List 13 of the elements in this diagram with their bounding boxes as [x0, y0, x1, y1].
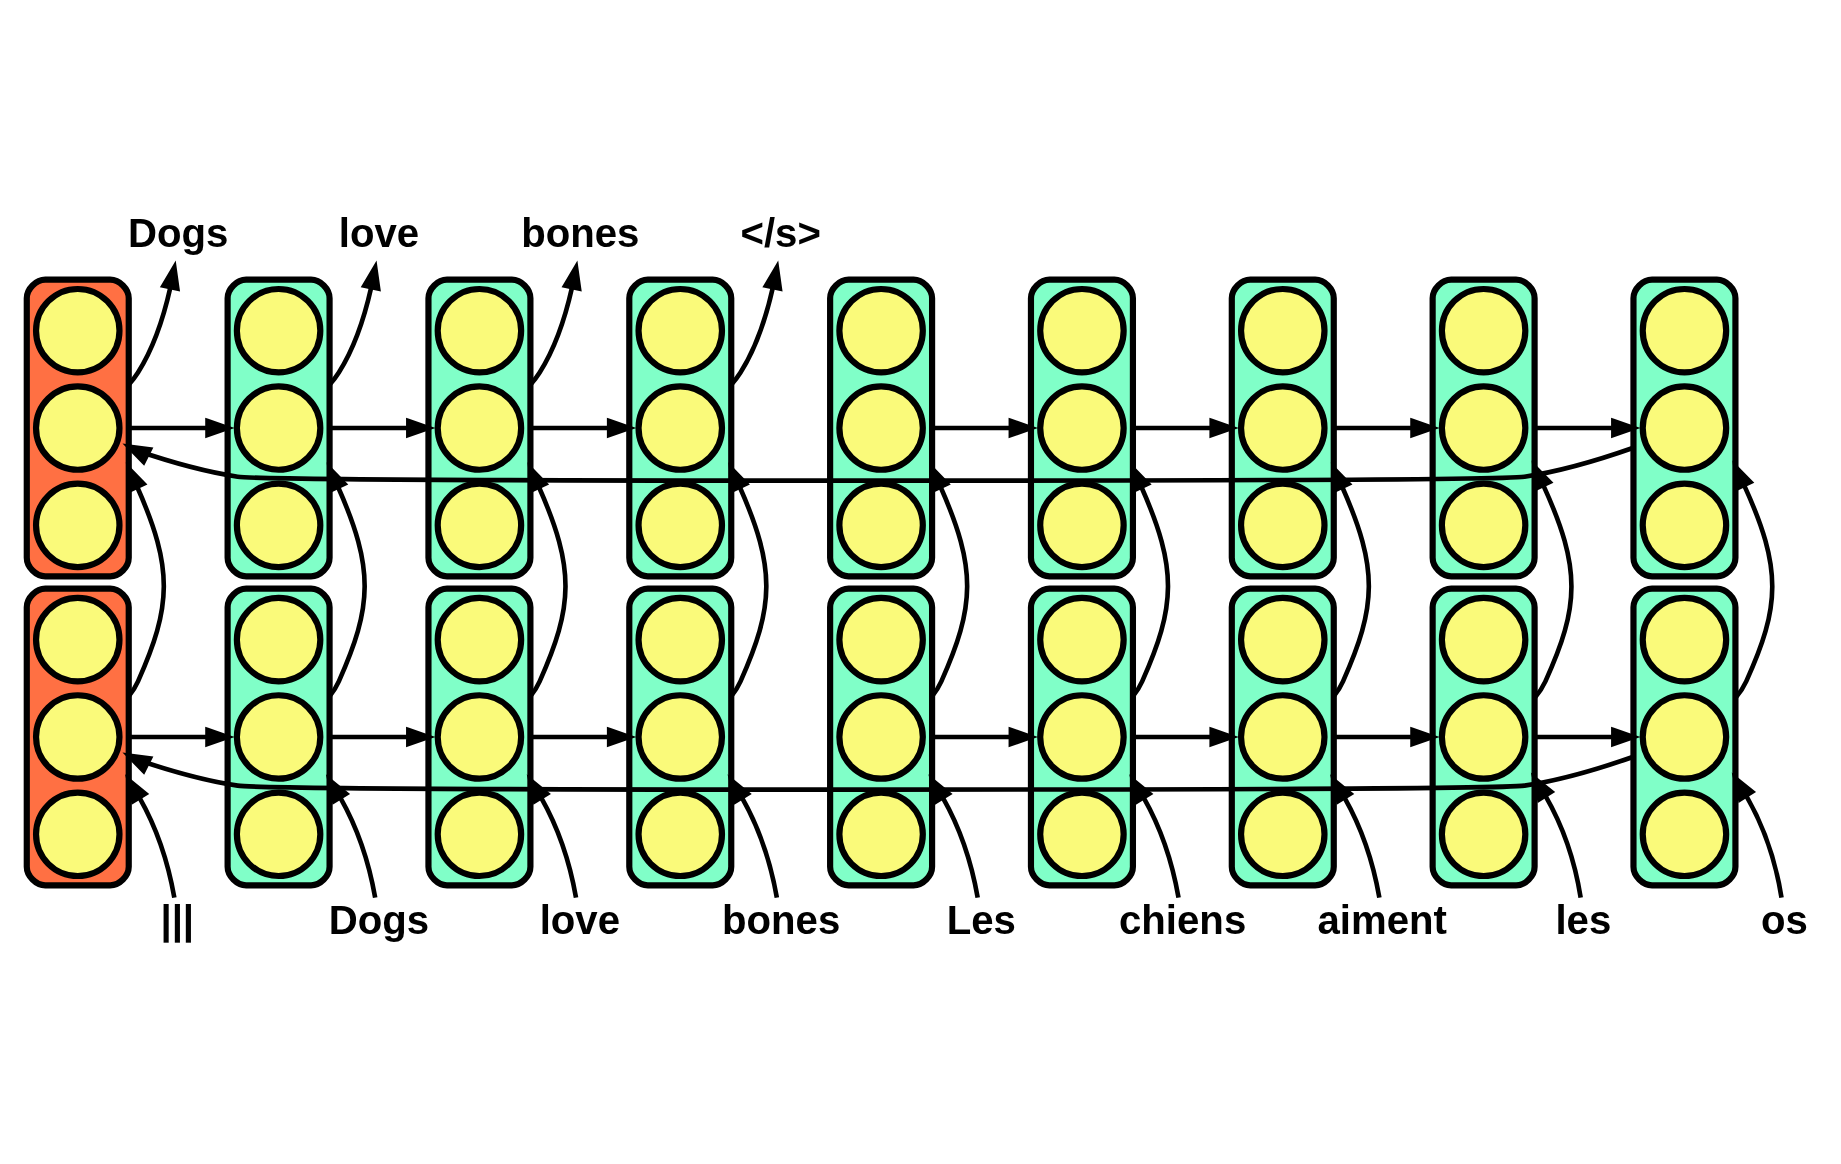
node-text: love — [338, 210, 420, 256]
node-text: aiment — [1317, 897, 1447, 943]
node-text: os — [1760, 897, 1808, 943]
node-text: les — [1555, 897, 1612, 943]
node-text: love — [539, 897, 621, 943]
node-text: chiens — [1119, 897, 1247, 943]
node-text: ||| — [160, 897, 195, 943]
node-text: Dogs — [328, 897, 430, 943]
node-text: </s> — [740, 210, 821, 256]
node-text: bones — [521, 210, 640, 256]
node-text: Les — [946, 897, 1016, 943]
node-text: bones — [721, 897, 841, 943]
node-text: Dogs — [127, 210, 229, 256]
